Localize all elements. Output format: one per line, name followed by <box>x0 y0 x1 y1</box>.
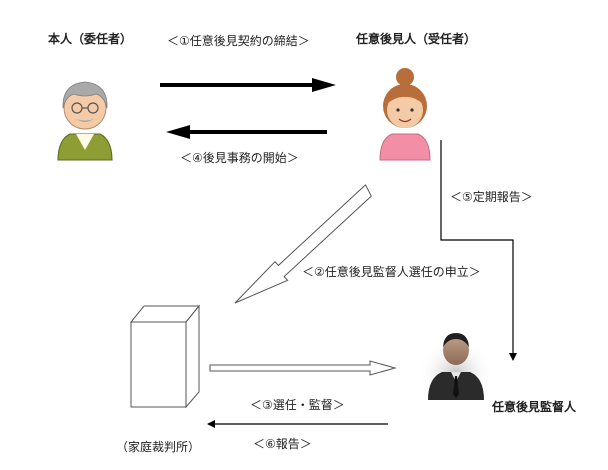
principal-label: 本人（委任者） <box>48 32 133 46</box>
step-report-regular-label: ＜⑤定期報告＞ <box>450 190 533 204</box>
arrow-appoint <box>209 360 397 376</box>
court-label: （家庭裁判所） <box>116 440 201 454</box>
building-box-icon <box>129 304 201 409</box>
step-report-court-label: ＜⑥報告＞ <box>253 437 312 451</box>
arrow-report-regular <box>440 140 517 361</box>
arrow-contract <box>160 78 336 92</box>
elderly-man-icon <box>57 81 113 161</box>
arrow-petition <box>234 184 372 304</box>
woman-icon <box>379 68 431 161</box>
step-start-label: ＜④後見事務の開始＞ <box>180 151 299 165</box>
step-appoint-label: ＜③選任・監督＞ <box>250 398 345 412</box>
step-contract-label: ＜①任意後見契約の締結＞ <box>167 34 310 48</box>
guardian-label: 任意後見人（受任者） <box>356 32 477 46</box>
step-petition-label: ＜②任意後見監督人選任の申立＞ <box>302 265 481 279</box>
businessman-icon <box>418 333 494 404</box>
arrow-start <box>166 125 327 139</box>
supervisor-label: 任意後見監督人 <box>492 400 577 414</box>
